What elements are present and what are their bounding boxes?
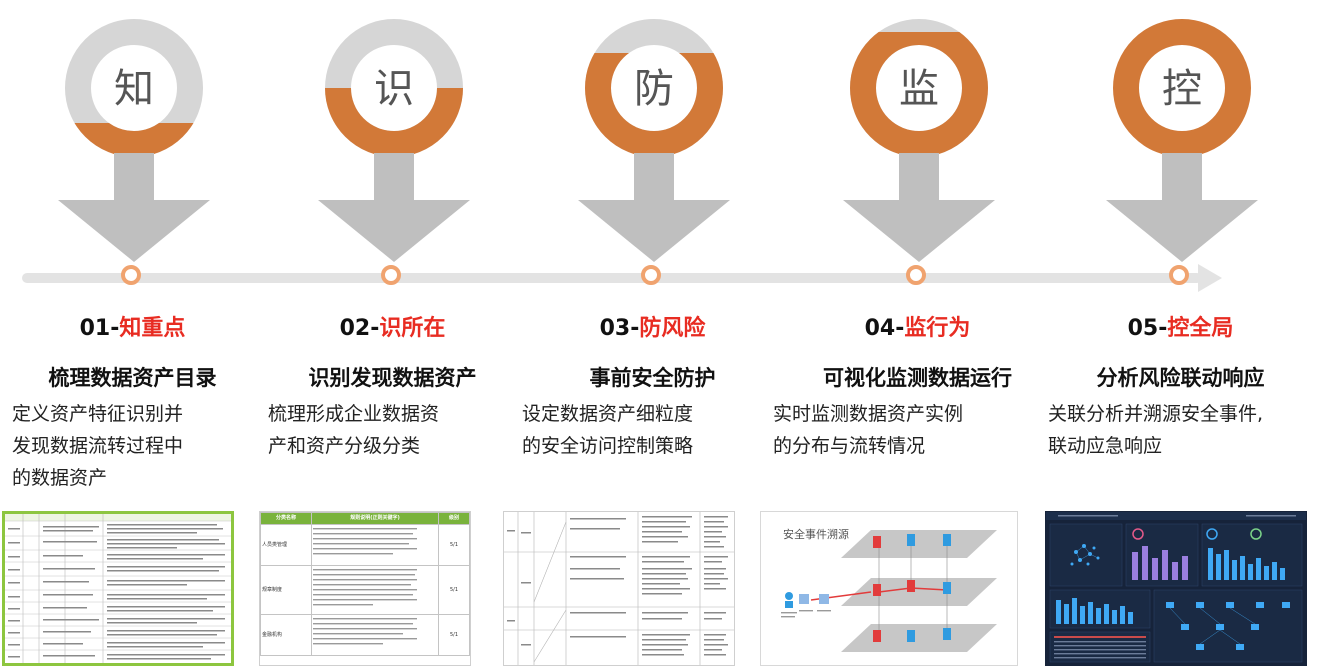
classification-table: 分类名称 规则说明(正则关键字) 级别 人员类管理 5/1 规章制度 5/1 金… [260,512,470,656]
timeline-node [641,265,661,285]
down-arrow-icon [843,200,995,262]
ring-icon: 防 [585,19,723,157]
timeline-node [381,265,401,285]
step-highlight: 识所在 [379,316,446,341]
down-arrow-stem [899,153,939,205]
step-highlight: 防风险 [639,316,706,341]
asset-catalog-table-thumbnail [2,511,234,666]
table-header: 分类名称 [260,512,312,525]
ring-icon: 控 [1113,19,1251,157]
timeline-bar [22,273,1202,283]
timeline-arrow-icon [1198,264,1222,292]
layer-plane [841,530,997,558]
ring-icon: 监 [850,19,988,157]
step-character: 监 [899,66,939,112]
step-column-1: 知 01-知重点 梳理数据资产目录 定义资产特征识别并发现数据流转过程中的数据资… [0,0,265,669]
step-highlight: 监行为 [904,316,971,341]
ring-icon: 知 [65,19,203,157]
step-highlight: 知重点 [119,316,186,341]
down-arrow-icon [1106,200,1258,262]
layer-plane [841,578,997,606]
step-description: 关联分析并溯源安全事件,联动应急响应 [1048,403,1264,457]
step-highlight: 控全局 [1167,316,1234,341]
data-flow-diagram-icon: 安全事件溯源 [781,527,997,652]
classification-table-thumbnail: 分类名称 规则说明(正则关键字) 级别 人员类管理 5/1 规章制度 5/1 金… [259,511,471,666]
step-column-5: 控 05-控全局 分析风险联动响应 关联分析并溯源安全事件,联动应急响应 [1048,0,1313,669]
down-arrow-stem [1162,153,1202,205]
table-header: 规则说明(正则关键字) [311,512,439,525]
step-description: 实时监测数据资产实例的分布与流转情况 [773,403,964,457]
step-column-2: 识 02-识所在 识别发现数据资产 梳理形成企业数据资产和资产分级分类 [260,0,525,669]
step-title: 03-防风险 [599,316,706,341]
ring-icon: 识 [325,19,463,157]
policy-grid-icon [504,512,734,665]
access-policy-table-thumbnail [503,511,735,666]
table-row: 金融机构 5/1 [260,614,470,656]
security-dashboard-icon [1046,512,1306,663]
text-lines-icon [313,618,417,645]
down-arrow-stem [374,153,414,205]
text-lines-icon [313,528,417,555]
step-character: 识 [374,66,414,112]
layer-plane [841,624,997,652]
flow-caption: 安全事件溯源 [783,527,849,541]
timeline-node [121,265,141,285]
table-grid-icon [5,514,231,663]
step-description: 定义资产特征识别并发现数据流转过程中的数据资产 [12,403,184,489]
step-column-4: 监 04-监行为 可视化监测数据运行 实时监测数据资产实例的分布与流转情况 [773,0,1050,669]
step-character: 控 [1162,66,1202,112]
monitoring-flow-thumbnail: 安全事件溯源 [760,511,1018,666]
dashboard-thumbnail [1045,511,1307,666]
down-arrow-stem [114,153,154,205]
timeline-node [1169,265,1189,285]
down-arrow-icon [318,200,470,262]
down-arrow-icon [58,200,210,262]
step-title: 05-控全局 [1127,316,1234,341]
timeline-node [906,265,926,285]
step-subtitle: 可视化监测数据运行 [823,366,1012,390]
step-title: 04-监行为 [864,316,971,341]
step-character: 防 [634,66,674,112]
step-title: 02-识所在 [339,316,446,341]
step-subtitle: 梳理数据资产目录 [48,366,217,390]
step-subtitle: 分析风险联动响应 [1096,366,1265,390]
step-title: 01-知重点 [79,316,186,341]
step-subtitle: 识别发现数据资产 [308,366,477,390]
down-arrow-icon [578,200,730,262]
table-header: 级别 [438,512,470,525]
step-subtitle: 事前安全防护 [589,366,716,390]
step-character: 知 [114,66,154,112]
step-column-3: 防 03-防风险 事前安全防护 设定数据资产细粒度的安全访问控制策略 [520,0,785,669]
table-row: 人员类管理 5/1 [260,524,470,566]
table-row: 规章制度 5/1 [260,565,470,615]
text-lines-icon [313,569,417,606]
step-description: 梳理形成企业数据资产和资产分级分类 [268,403,440,457]
step-description: 设定数据资产细粒度的安全访问控制策略 [522,403,694,457]
down-arrow-stem [634,153,674,205]
